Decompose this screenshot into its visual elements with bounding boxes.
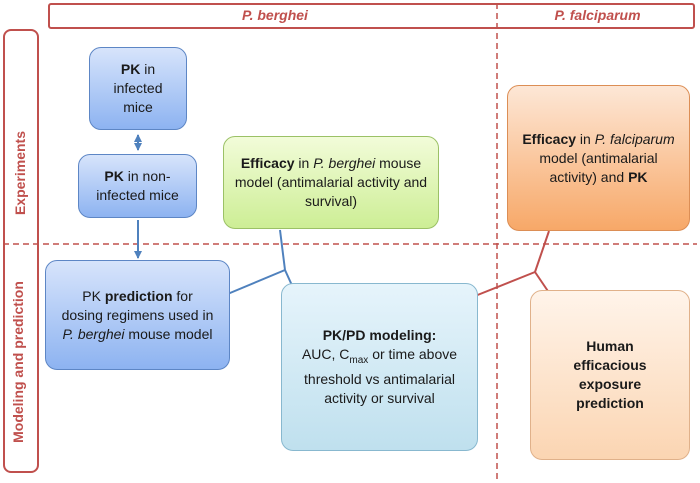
box-pk-prediction: PK prediction for dosing regimens used i… (45, 260, 230, 370)
efficacy-berghei-connector (279, 229, 286, 271)
box-efficacy-p-falciparum: Efficacy in P. falciparum model (antimal… (507, 85, 690, 231)
column-header-p-falciparum: P. falciparum (554, 7, 641, 23)
column-header-p-berghei: P. berghei (242, 7, 308, 23)
box-pk-infected-mice: PK in infected mice (89, 47, 187, 130)
box-efficacy-p-berghei: Efficacy in P. berghei mouse model (anti… (223, 136, 439, 229)
box-human-efficacious-exposure: Human efficacious exposure prediction (530, 290, 690, 460)
box-pk-noninfected-mice: PK in non-infected mice (78, 154, 197, 218)
column-header-bar (48, 3, 695, 29)
row-label-bar (3, 29, 39, 473)
box-pkpd-modeling: PK/PD modeling:AUC, Cmax or time above t… (281, 283, 478, 451)
efficacy-falciparum-connector (534, 230, 550, 273)
